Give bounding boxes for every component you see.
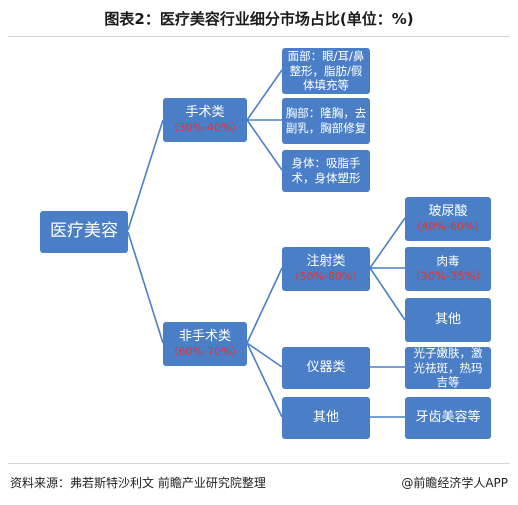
node-surgical: 手术类 （30%-40%） bbox=[163, 98, 247, 142]
node-injection-percent: （50%-80%） bbox=[288, 270, 364, 284]
link-surgical-body bbox=[246, 119, 283, 171]
node-surgical-face: 面部：眼/耳/鼻整形，脂肪/假体填充等 bbox=[282, 48, 370, 94]
node-injection-label: 注射类 bbox=[306, 254, 346, 269]
node-surgical-body-label: 身体：吸脂手术，身体塑形 bbox=[291, 156, 361, 185]
link-root-surgical bbox=[127, 119, 164, 231]
node-device-label: 仪器类 bbox=[306, 359, 346, 375]
node-botox-label: 肉毒 bbox=[436, 254, 460, 269]
node-botox: 肉毒（30%-35%） bbox=[405, 247, 491, 291]
node-injection: 注射类 （50%-80%） bbox=[282, 247, 370, 291]
node-surgical-percent: （30%-40%） bbox=[167, 121, 243, 135]
node-device-item-label: 光子嫩肤，激光祛斑，热玛吉等 bbox=[413, 345, 483, 390]
node-nonsurgical-percent: （60%-70%） bbox=[167, 345, 243, 359]
title-divider bbox=[8, 36, 510, 37]
link-nonsurgical-device bbox=[246, 342, 283, 368]
node-surgical-chest-label: 胸部：隆胸，去副乳，胸部修复 bbox=[285, 106, 367, 135]
node-device-item: 光子嫩肤，激光祛斑，热玛吉等 bbox=[405, 345, 491, 390]
node-other-item-label: 牙齿美容等 bbox=[415, 409, 481, 425]
chart-title: 图表2：医疗美容行业细分市场占比(单位：%) bbox=[104, 10, 414, 28]
node-nonsurgical-other: 其他 bbox=[282, 397, 370, 439]
node-surgical-face-label: 面部：眼/耳/鼻整形，脂肪/假体填充等 bbox=[287, 48, 365, 93]
node-device: 仪器类 bbox=[282, 347, 370, 389]
node-surgical-label: 手术类 bbox=[185, 105, 225, 120]
link-injection-hyaluronic bbox=[369, 217, 406, 269]
node-nonsurgical-other-label: 其他 bbox=[312, 409, 339, 425]
node-root-label: 医疗美容 bbox=[50, 221, 118, 242]
node-nonsurgical-label: 非手术类 bbox=[178, 329, 231, 344]
node-botox-text: 肉毒（30%-35%） bbox=[405, 254, 491, 284]
node-nonsurgical: 非手术类 （60%-70%） bbox=[163, 322, 247, 366]
node-botox-percent: （30%-35%） bbox=[408, 269, 488, 283]
footer-divider bbox=[8, 463, 510, 464]
node-injection-other-label: 其他 bbox=[434, 311, 461, 327]
link-root-nonsurgical bbox=[127, 231, 164, 344]
node-root: 医疗美容 bbox=[40, 211, 128, 253]
node-other-item: 牙齿美容等 bbox=[405, 397, 491, 439]
node-surgical-body: 身体：吸脂手术，身体塑形 bbox=[282, 150, 370, 192]
node-hyaluronic: 玻尿酸 （40%-60%） bbox=[405, 197, 491, 241]
node-hyaluronic-percent: （40%-60%） bbox=[410, 220, 486, 234]
node-surgical-chest: 胸部：隆胸，去副乳，胸部修复 bbox=[282, 98, 370, 144]
node-hyaluronic-label: 玻尿酸 bbox=[428, 204, 468, 219]
link-surgical-face bbox=[246, 69, 283, 121]
link-injection-other bbox=[369, 267, 406, 321]
link-nonsurgical-injection bbox=[246, 267, 283, 344]
publisher-logo: @前瞻经济学人APP bbox=[401, 476, 508, 490]
node-injection-other: 其他 bbox=[405, 298, 491, 342]
link-nonsurgical-other bbox=[246, 342, 283, 418]
source-note: 资料来源：弗若斯特沙利文 前瞻产业研究院整理 bbox=[10, 476, 266, 490]
